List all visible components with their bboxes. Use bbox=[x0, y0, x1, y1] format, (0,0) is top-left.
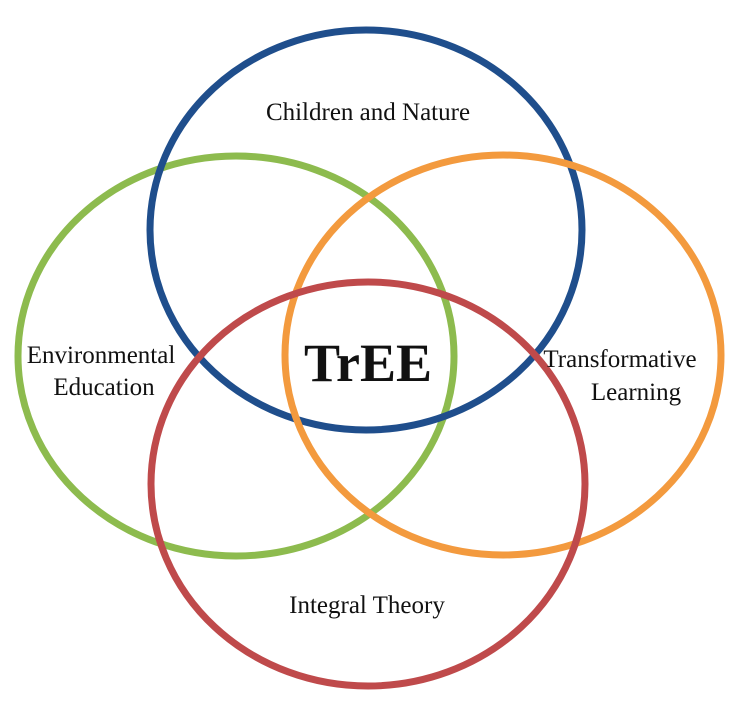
children-and-nature-label: Children and Nature bbox=[266, 99, 470, 126]
integral-theory-circle bbox=[147, 278, 589, 690]
environmental-education-circle bbox=[14, 152, 458, 560]
environmental-education-label-line1: Environmental bbox=[27, 342, 176, 369]
children-and-nature-circle bbox=[146, 26, 586, 434]
transformative-learning-label-line2: Learning bbox=[591, 379, 682, 406]
transformative-learning-label-line1: Transformative bbox=[543, 346, 696, 373]
integral-theory-label: Integral Theory bbox=[289, 592, 445, 619]
transformative-learning-circle bbox=[281, 151, 725, 559]
environmental-education-label-line2: Education bbox=[53, 374, 155, 401]
center-label: TrEE bbox=[304, 333, 432, 393]
